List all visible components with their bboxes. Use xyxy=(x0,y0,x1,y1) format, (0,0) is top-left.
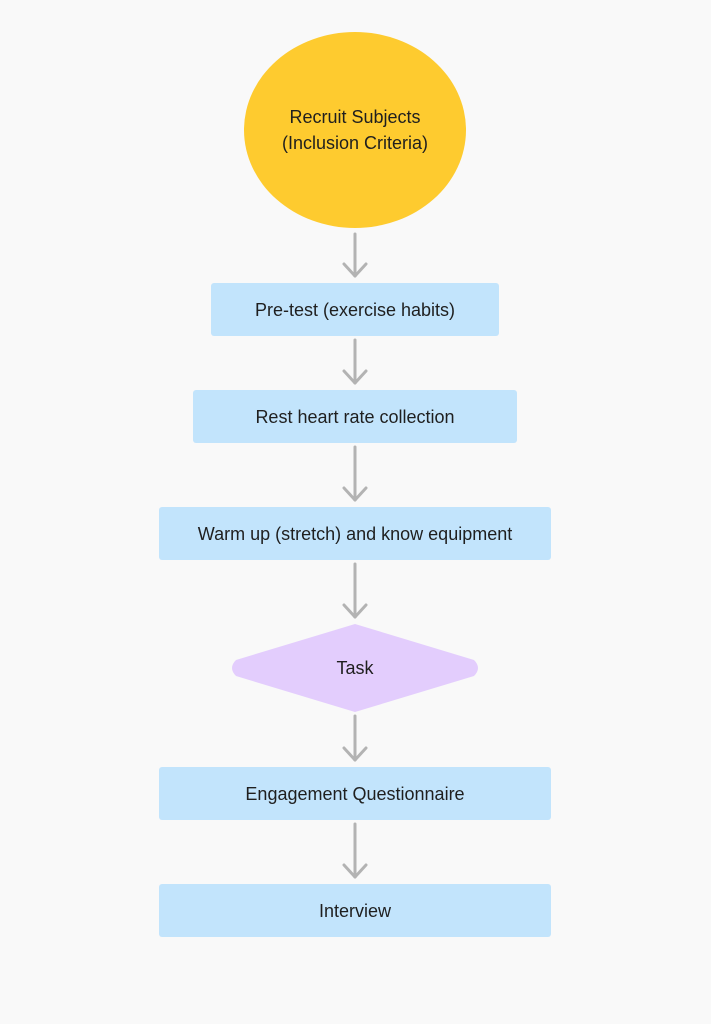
arrow-3 xyxy=(342,445,368,502)
pretest-box xyxy=(211,283,499,336)
engagement-questionnaire-box xyxy=(159,767,551,820)
arrow-6 xyxy=(342,822,368,879)
interview-box xyxy=(159,884,551,937)
arrow-2 xyxy=(342,338,368,385)
rest-heart-rate-box xyxy=(193,390,517,443)
task-decision-diamond xyxy=(232,624,478,712)
arrow-5 xyxy=(342,714,368,762)
start-node-circle xyxy=(244,32,466,228)
arrow-1 xyxy=(342,232,368,278)
warm-up-box xyxy=(159,507,551,560)
arrow-4 xyxy=(342,562,368,619)
